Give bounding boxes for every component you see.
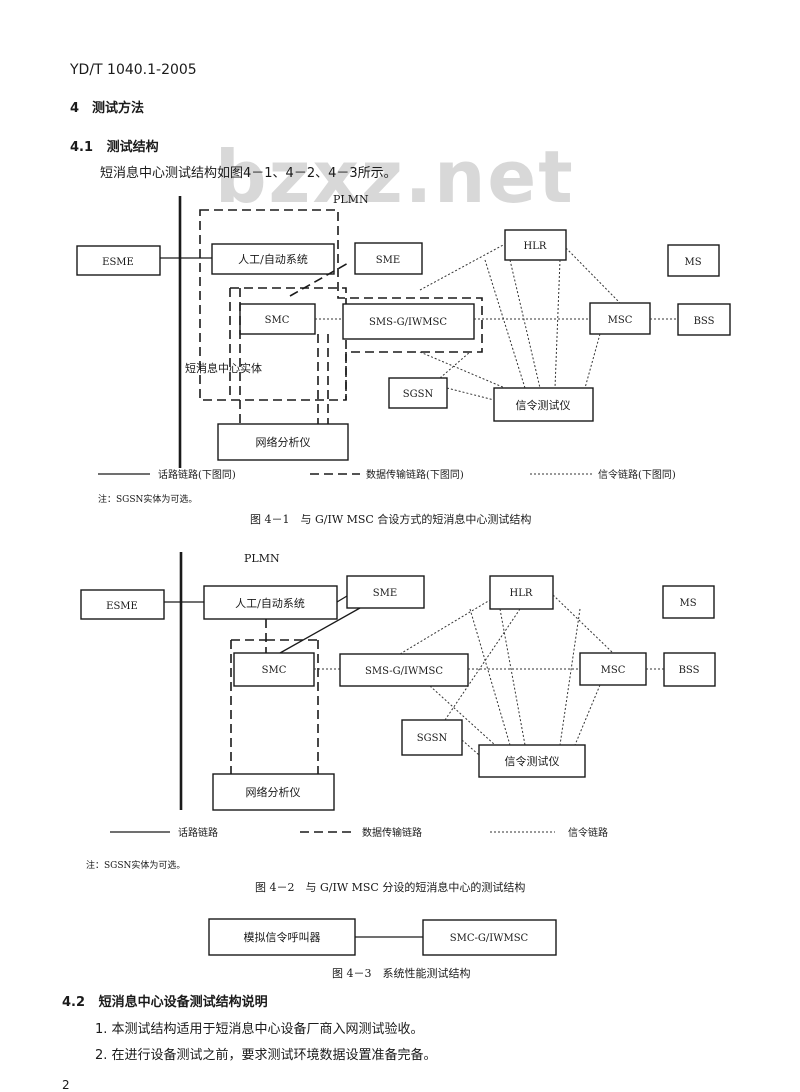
ms-label: MS bbox=[684, 257, 701, 268]
ms-label: MS bbox=[679, 598, 696, 609]
sme-box bbox=[346, 575, 425, 609]
hlr-label: HLR bbox=[510, 588, 533, 599]
section-4-2-heading: 4.2 短消息中心设备测试结构说明 bbox=[62, 991, 268, 1010]
legend-solid-label: 话路链路 bbox=[178, 826, 218, 839]
smc-gateway-label: SMC-G/IWMSC bbox=[450, 933, 529, 944]
sgsn-label: SGSN bbox=[417, 733, 448, 744]
bss-label: BSS bbox=[694, 316, 715, 327]
manual-system-label: 人工/自动系统 bbox=[238, 253, 308, 266]
plmn-label: PLMN bbox=[244, 552, 280, 565]
smc-entity-label: 短消息中心实体 bbox=[185, 361, 262, 375]
section-number: 4.1 bbox=[70, 140, 94, 155]
bss-box bbox=[663, 652, 716, 687]
section-4-1-heading: 4.1 测试结构 bbox=[70, 136, 159, 155]
smc-box bbox=[233, 652, 315, 687]
plmn-label: PLMN bbox=[333, 193, 369, 206]
manual-system-label: 人工/自动系统 bbox=[235, 597, 305, 610]
sgsn-box bbox=[388, 377, 448, 409]
msc-label: MSC bbox=[608, 315, 633, 326]
sme-label: SME bbox=[373, 588, 397, 599]
signaling-tester-box bbox=[493, 387, 594, 422]
sms-gateway-box bbox=[342, 303, 475, 340]
page-number: 2 bbox=[62, 1078, 70, 1092]
watermark: bzxz.net bbox=[215, 135, 575, 219]
signaling-tester-box bbox=[478, 744, 586, 778]
section-title: 测试结构 bbox=[106, 140, 159, 155]
figure-caption: 图 4－3 系统性能测试结构 bbox=[332, 966, 471, 980]
manual-system-box bbox=[211, 243, 335, 275]
list-item: 2. 在进行设备测试之前，要求测试环境数据设置准备完备。 bbox=[95, 1048, 437, 1063]
figure-caption: 图 4－1 与 G/IW MSC 合设方式的短消息中心测试结构 bbox=[250, 512, 531, 526]
smc-entity-boundary bbox=[230, 287, 347, 400]
smc-label: SMC bbox=[262, 665, 287, 676]
plmn-boundary bbox=[199, 209, 483, 401]
hlr-box bbox=[504, 229, 567, 261]
signaling-tester-label: 信令测试仪 bbox=[516, 398, 571, 412]
legend-dash-label: 数据传输链路(下图同) bbox=[366, 468, 464, 481]
esme-box bbox=[80, 589, 165, 620]
figure-note: 注：SGSN实体为可选。 bbox=[98, 493, 197, 505]
legend-dot-label: 信令链路 bbox=[568, 826, 608, 839]
figure-caption: 图 4－2 与 G/IW MSC 分设的短消息中心的测试结构 bbox=[255, 880, 525, 894]
network-analyzer-label: 网络分析仪 bbox=[246, 785, 301, 799]
list-item: 1. 本测试结构适用于短消息中心设备厂商入网测试验收。 bbox=[95, 1022, 424, 1037]
ms-box bbox=[662, 585, 715, 619]
legend-solid-label: 话路链路(下图同) bbox=[158, 468, 236, 481]
legend-dash-label: 数据传输链路 bbox=[362, 826, 422, 839]
hlr-label: HLR bbox=[524, 241, 547, 252]
bss-label: BSS bbox=[679, 665, 700, 676]
signaling-tester-label: 信令测试仪 bbox=[505, 754, 560, 768]
sms-gateway-box bbox=[339, 653, 469, 687]
figure-4-2: PLMN ESME 人工/自动系统 SME HLR MS SMC SMS-G/I… bbox=[80, 552, 716, 894]
section-4-heading: 4 测试方法 bbox=[70, 101, 145, 116]
document-header: YD/T 1040.1-2005 bbox=[70, 62, 197, 78]
msc-label: MSC bbox=[601, 665, 626, 676]
network-analyzer-box bbox=[217, 423, 349, 461]
section-title: 短消息中心设备测试结构说明 bbox=[98, 995, 268, 1010]
figure-4-3: 模拟信令呼叫器 SMC-G/IWMSC 图 4－3 系统性能测试结构 bbox=[208, 918, 557, 980]
hlr-box bbox=[489, 575, 554, 610]
sms-gateway-label: SMS-G/IWMSC bbox=[365, 666, 443, 677]
esme-box bbox=[76, 245, 161, 276]
network-analyzer-label: 网络分析仪 bbox=[256, 435, 311, 449]
sms-gateway-label: SMS-G/IWMSC bbox=[369, 317, 447, 328]
section-number: 4.2 bbox=[62, 995, 86, 1010]
esme-label: ESME bbox=[106, 601, 138, 612]
network-analyzer-box bbox=[212, 773, 335, 811]
figure-note: 注：SGSN实体为可选。 bbox=[86, 859, 185, 871]
smc-box bbox=[239, 303, 316, 335]
esme-label: ESME bbox=[102, 257, 134, 268]
sme-label: SME bbox=[376, 255, 400, 266]
ms-box bbox=[667, 244, 720, 277]
sgsn-label: SGSN bbox=[403, 389, 434, 400]
legend-dot-label: 信令链路(下图同) bbox=[598, 468, 676, 481]
smc-gateway-box bbox=[422, 919, 557, 956]
sme-box bbox=[354, 242, 423, 275]
smc-label: SMC bbox=[265, 315, 290, 326]
bss-box bbox=[677, 303, 731, 336]
figure-4-1: PLMN ESME 人工/自动系统 SME HLR MS SMC SMS-G/I… bbox=[76, 193, 731, 526]
intro-text: 短消息中心测试结构如图4－1、4－2、4－3所示。 bbox=[100, 166, 397, 181]
signal-simulator-label: 模拟信令呼叫器 bbox=[244, 930, 321, 944]
msc-box bbox=[579, 652, 647, 686]
sgsn-box bbox=[401, 719, 463, 756]
manual-system-box bbox=[203, 585, 338, 620]
